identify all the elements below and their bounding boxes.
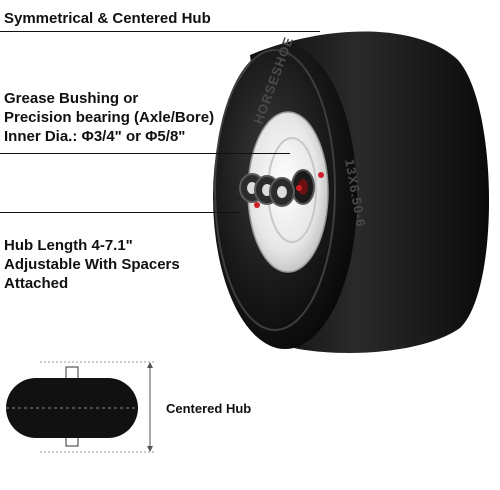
length-line-2: Adjustable With Spacers xyxy=(4,256,180,273)
callout-line-bearing xyxy=(0,153,290,154)
bearing-line-1: Grease Bushing or xyxy=(4,90,139,107)
hub-feature-label: Symmetrical & Centered Hub xyxy=(4,9,211,28)
hub-feature-text: Symmetrical & Centered Hub xyxy=(4,10,211,27)
schematic-caption: Centered Hub xyxy=(166,401,252,416)
length-line-1: Hub Length 4-7.1" xyxy=(4,237,133,254)
callout-dot-length xyxy=(254,202,260,208)
callout-dot-hub xyxy=(318,172,324,178)
bearing-line-3: Inner Dia.: Φ3/4" or Φ5/8" xyxy=(4,128,186,145)
hub-schematic xyxy=(6,361,154,453)
hub-length-label: Hub Length 4-7.1" Adjustable With Spacer… xyxy=(4,236,180,293)
spacer-washers xyxy=(239,173,295,207)
bearing-line-2: Precision bearing (Axle/Bore) xyxy=(4,109,215,126)
bearing-feature-label: Grease Bushing or Precision bearing (Axl… xyxy=(4,89,214,146)
callout-line-length xyxy=(0,212,240,213)
callout-dot-bearing xyxy=(296,185,302,191)
length-line-3: Attached xyxy=(4,275,69,292)
callout-line-hub xyxy=(0,31,320,32)
